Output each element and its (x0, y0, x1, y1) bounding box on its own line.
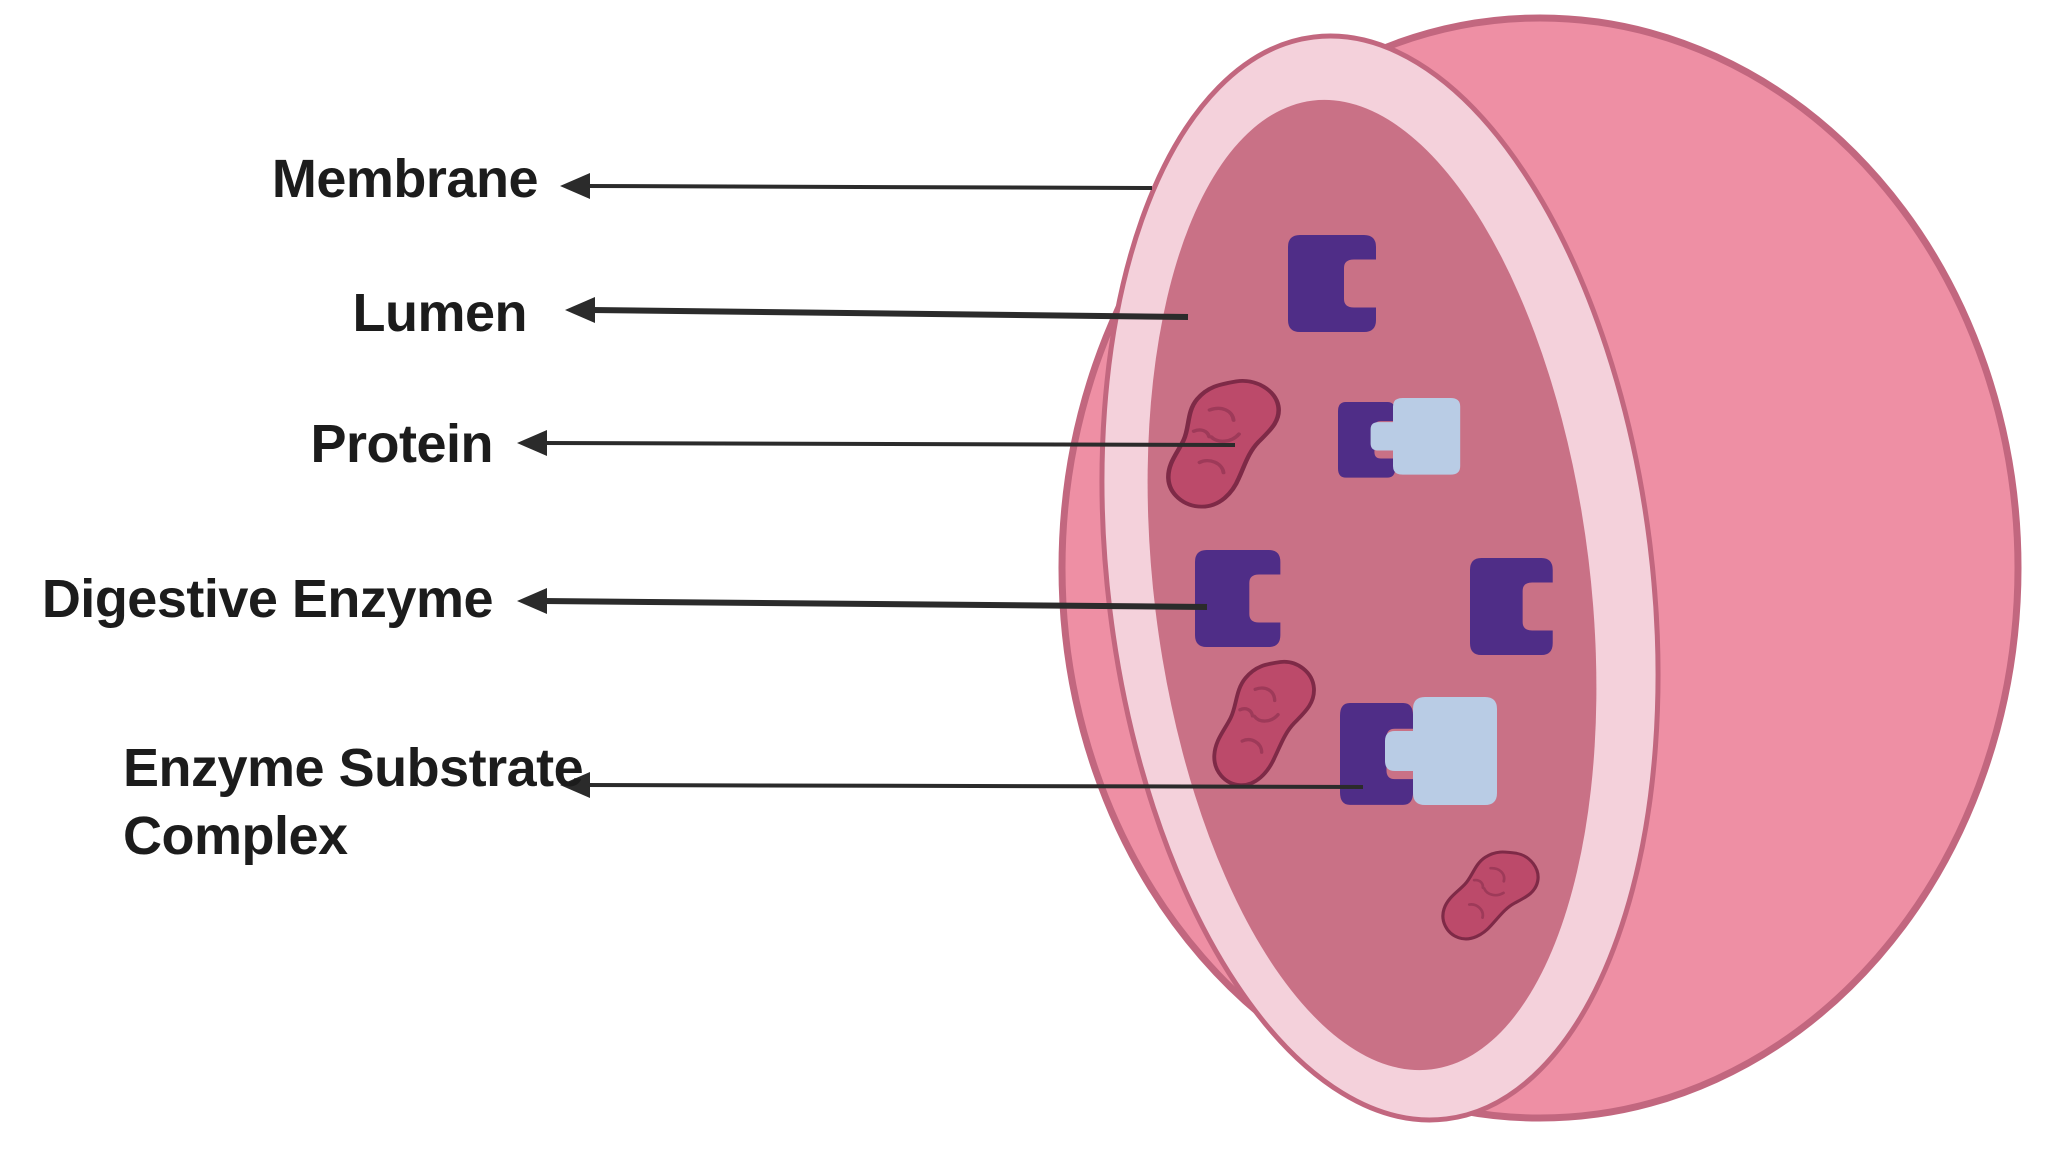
arrowhead-enzyme-substrate-complex (560, 772, 590, 798)
enzyme-substrate-complex-large (1340, 697, 1497, 805)
lumen-face (1147, 99, 1597, 1071)
label-enzyme-substrate-line1: Enzyme Substrate (123, 738, 583, 798)
arrowhead-lumen (565, 297, 595, 323)
arrow-digestive-enzyme (517, 588, 1208, 614)
arrowhead-protein (517, 430, 547, 456)
arrow-enzyme-substrate-complex (560, 772, 1364, 798)
arrow-protein (517, 430, 1236, 456)
arrow-lumen (565, 297, 1189, 323)
enzyme-substrate-complex-small (1338, 398, 1461, 478)
label-membrane: Membrane (272, 149, 538, 209)
label-enzyme-substrate-line2: Complex (123, 806, 348, 866)
arrowhead-digestive-enzyme (517, 588, 547, 614)
arrowhead-membrane (560, 173, 590, 199)
label-lumen: Lumen (352, 283, 527, 343)
label-digestive-enzyme: Digestive Enzyme (42, 569, 493, 629)
label-protein: Protein (310, 414, 493, 474)
arrow-membrane (560, 173, 1153, 199)
